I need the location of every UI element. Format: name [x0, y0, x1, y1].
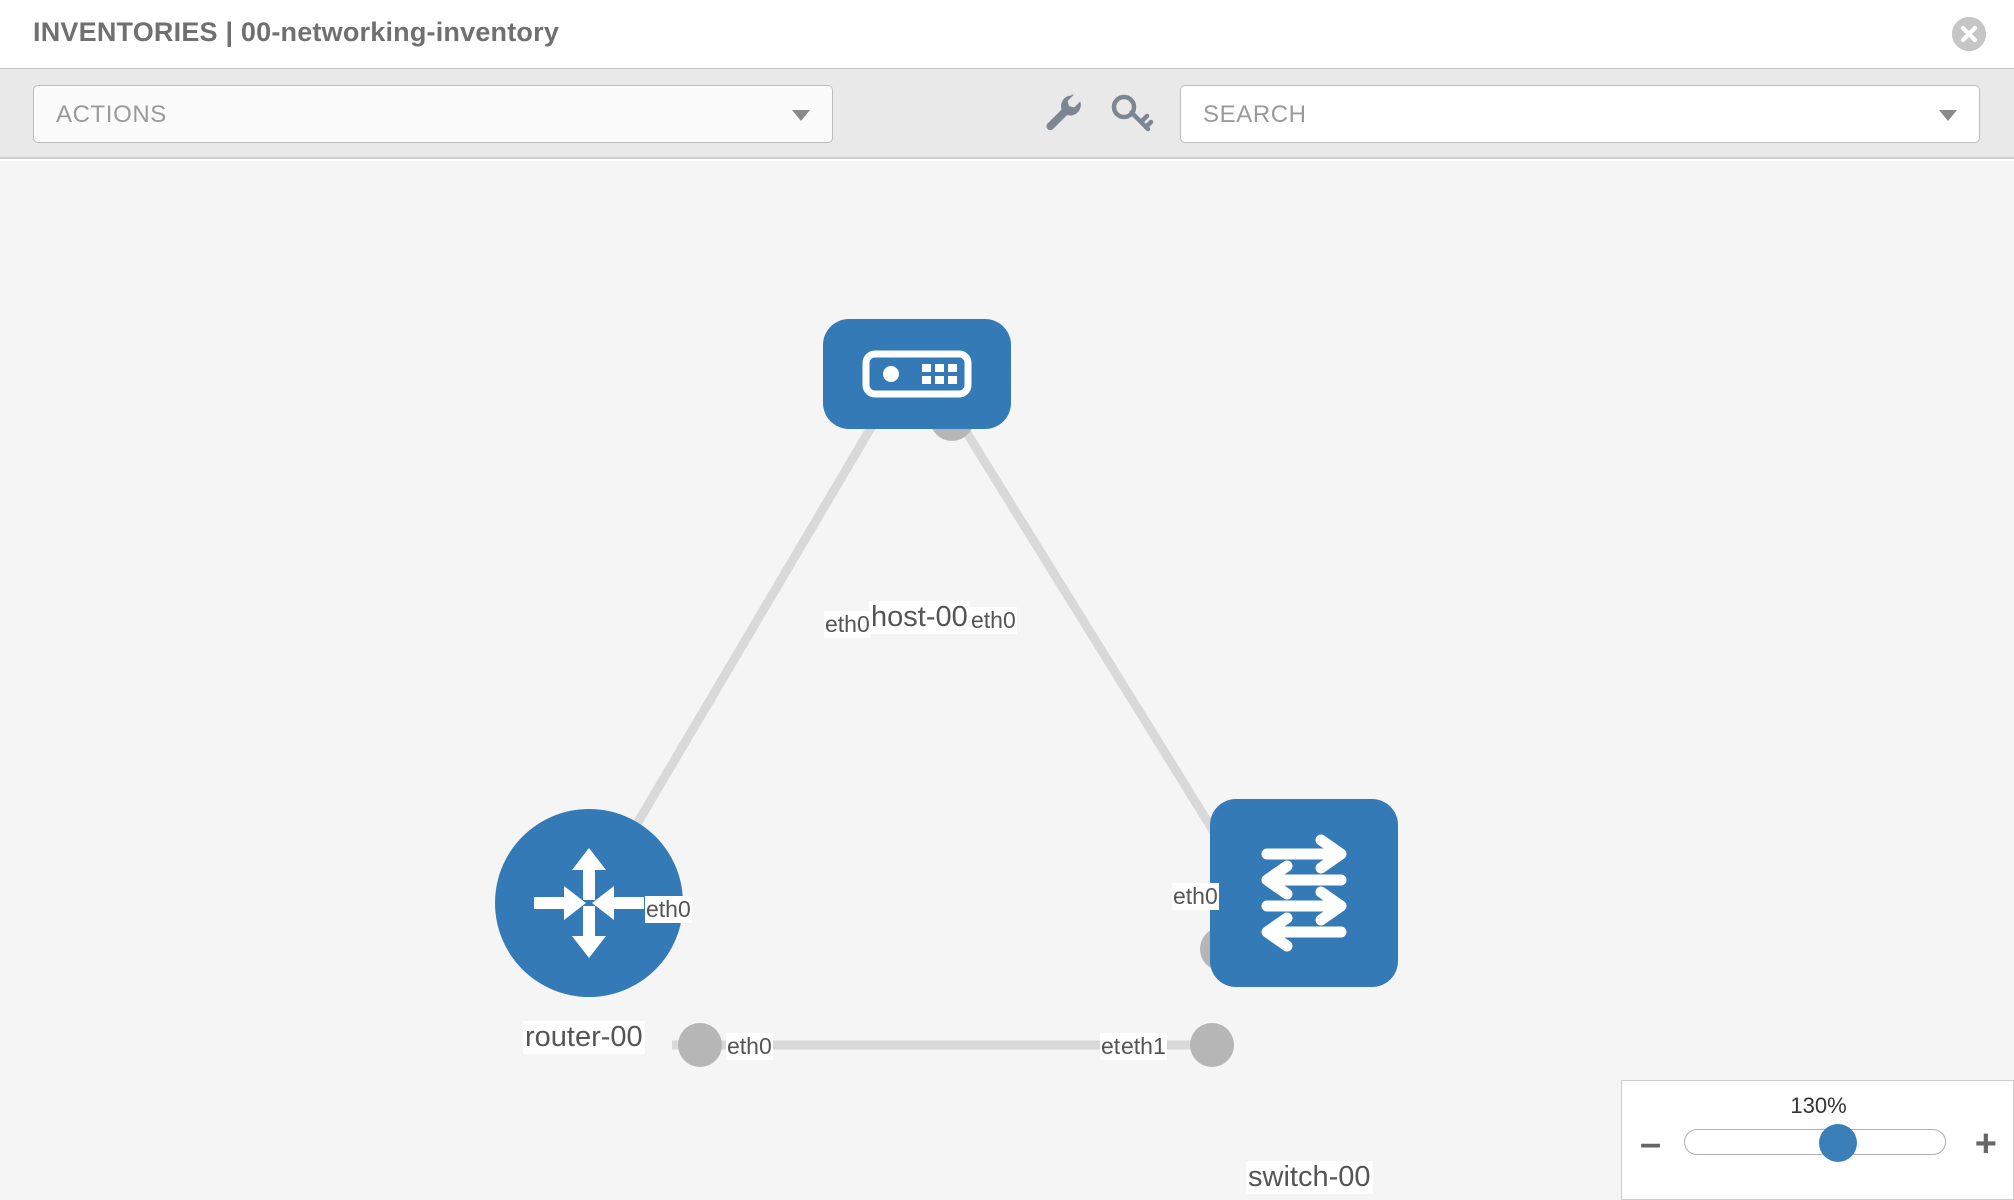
zoom-control-panel: 130% – +	[1621, 1080, 2014, 1200]
iface-label-router00-right: eth0	[726, 1033, 773, 1060]
switch-00-shape[interactable]	[1210, 799, 1398, 987]
zoom-slider-handle[interactable]	[1819, 1124, 1858, 1162]
search-placeholder: SEARCH	[1203, 101, 1307, 128]
endpoint-router00-right[interactable]	[678, 1023, 722, 1067]
toolbar: ACTIONS SEARCH	[0, 69, 2014, 159]
topology-canvas[interactable]: host-00 router-00	[0, 161, 2014, 1200]
router-00-label: router-00	[523, 1021, 645, 1054]
search-input[interactable]: SEARCH	[1180, 85, 1980, 143]
router-arrows-icon	[534, 848, 644, 958]
topology-edges	[611, 406, 1236, 1050]
page-title: INVENTORIES | 00-networking-inventory	[33, 17, 560, 47]
actions-dropdown-label: ACTIONS	[56, 101, 167, 128]
server-device-icon	[862, 350, 972, 398]
chevron-down-icon	[792, 110, 810, 121]
chevron-down-icon	[1939, 110, 1957, 121]
switch-00-label: switch-00	[1246, 1161, 1373, 1194]
edge-host00-router00[interactable]	[611, 406, 886, 864]
close-icon[interactable]	[1952, 17, 1986, 51]
zoom-out-button[interactable]: –	[1640, 1123, 1662, 1165]
edge-host00-switch00[interactable]	[948, 406, 1236, 864]
host-00-label: host-00	[869, 601, 970, 634]
iface-label-host00-left: eth0	[824, 611, 871, 638]
switch-arrows-icon	[1261, 834, 1347, 952]
zoom-slider-track[interactable]	[1684, 1124, 1946, 1162]
page-header: INVENTORIES | 00-networking-inventory	[0, 0, 2014, 69]
iface-label-switch00-up: eth0	[1172, 883, 1219, 910]
key-icon[interactable]	[1108, 89, 1156, 137]
iface-label-switch00-left-b: eth1	[1120, 1033, 1167, 1060]
endpoint-switch00-left[interactable]	[1190, 1023, 1234, 1067]
zoom-level-label: 130%	[1790, 1093, 1847, 1118]
actions-dropdown[interactable]: ACTIONS	[33, 85, 833, 143]
iface-label-router00-up: eth0	[645, 896, 692, 923]
zoom-in-button[interactable]: +	[1974, 1123, 1997, 1165]
iface-label-host00-right: eth0	[970, 607, 1017, 634]
host-00-shape[interactable]	[823, 319, 1011, 429]
wrench-icon[interactable]	[1040, 89, 1088, 137]
